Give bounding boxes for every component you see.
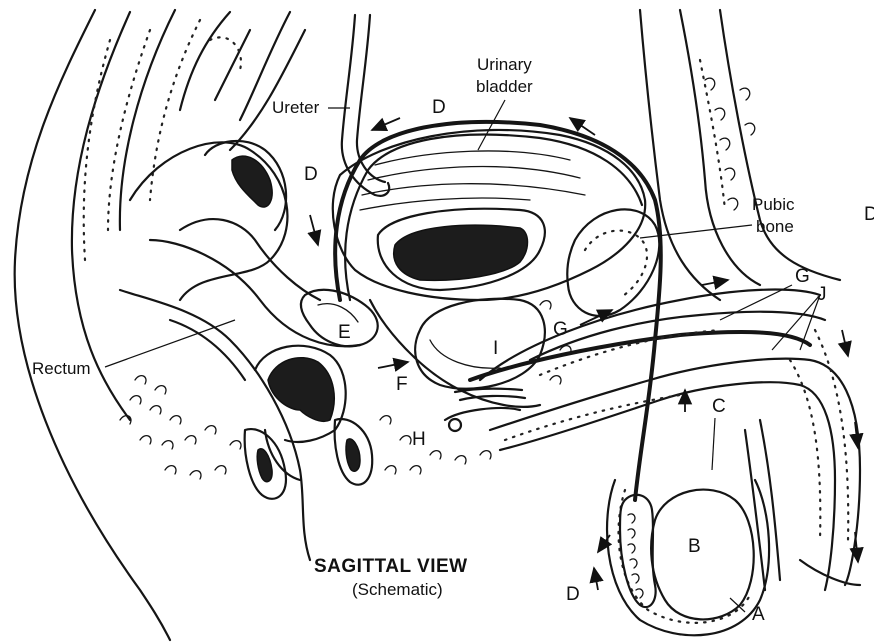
arrow-ureter — [372, 118, 400, 130]
testis — [651, 490, 754, 620]
letter-e: E — [338, 322, 351, 343]
arrow-penis-1 — [842, 330, 848, 356]
letter-a: A — [752, 604, 765, 625]
letter-f: F — [396, 374, 408, 395]
letter-b: B — [688, 536, 701, 557]
arrow-left-d — [310, 215, 318, 245]
label-bone: bone — [756, 217, 794, 236]
posterior-body-wall — [15, 10, 305, 640]
letter-d-right: D — [864, 204, 874, 225]
colon-loop — [130, 141, 320, 300]
letter-h: H — [412, 429, 426, 450]
letter-d-left: D — [304, 164, 318, 185]
caption: SAGITTAL VIEW (Schematic) — [314, 556, 468, 599]
label-urinary: Urinary — [477, 55, 532, 74]
caption-subtitle: (Schematic) — [352, 580, 443, 599]
letter-c: C — [712, 396, 726, 417]
letter-callouts: D D D D E F G G H I J C B A — [304, 97, 874, 625]
anterior-abdominal-wall — [640, 10, 840, 300]
label-bladder: bladder — [476, 77, 533, 96]
label-rectum: Rectum — [32, 359, 91, 378]
letter-d-bottom: D — [566, 584, 580, 605]
leader-lines — [105, 100, 820, 612]
arrow-f — [378, 362, 408, 368]
caption-title: SAGITTAL VIEW — [314, 556, 468, 577]
letter-g-right: G — [795, 266, 810, 287]
pubic-bone — [567, 209, 659, 316]
rectum — [120, 240, 372, 560]
letter-i: I — [493, 338, 498, 359]
letter-j: J — [817, 284, 827, 305]
bulbourethral-area — [445, 389, 525, 431]
label-ureter: Ureter — [272, 98, 320, 117]
arrow-d-bottom — [594, 568, 598, 590]
arrow-top-penis — [702, 280, 728, 285]
penis — [470, 290, 860, 590]
bulbourethral-gland — [449, 419, 461, 431]
letter-d-top: D — [432, 97, 446, 118]
letter-g-middle: G — [553, 319, 568, 340]
label-pubic: Pubic — [752, 195, 795, 214]
